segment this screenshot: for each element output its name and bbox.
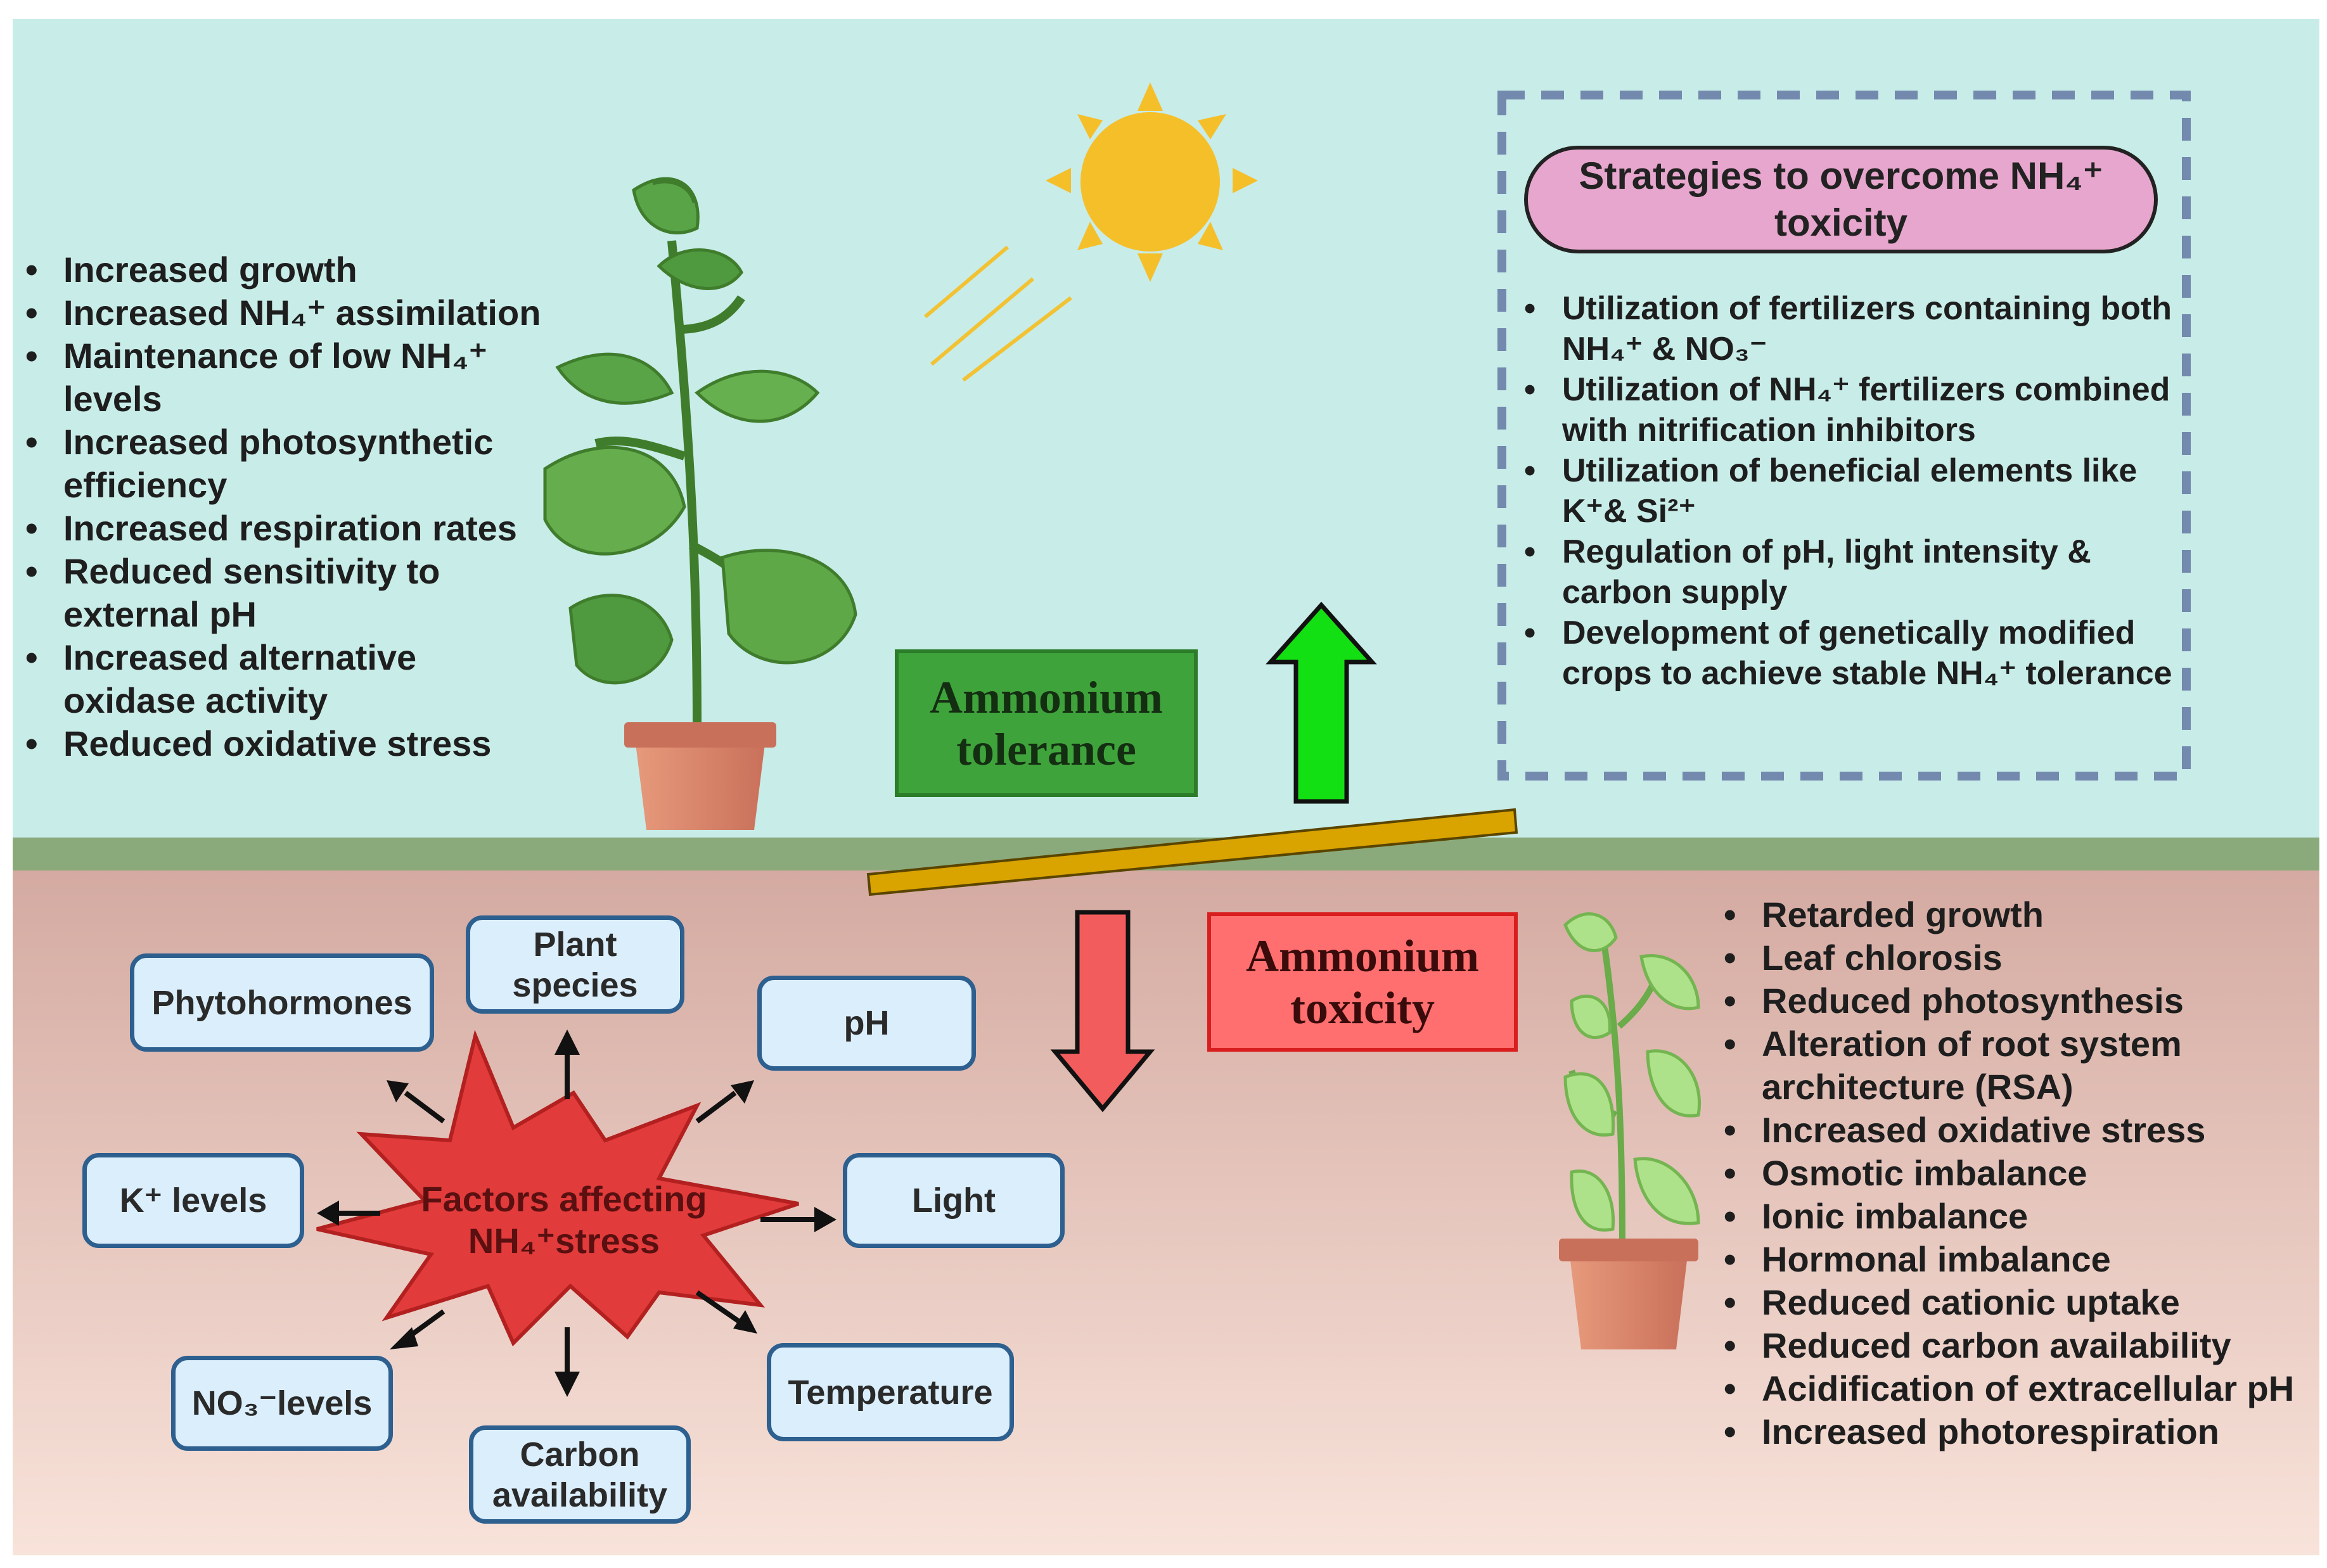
list-item: Utilization of NH₄⁺ fertilizers combined… bbox=[1524, 369, 2177, 450]
pot bbox=[634, 729, 767, 830]
list-item: Maintenance of low NH₄⁺ levels bbox=[25, 335, 545, 421]
wilted-plant-icon bbox=[1559, 912, 1701, 1349]
factor-light: Light bbox=[843, 1153, 1065, 1248]
factor-temperature: Temperature bbox=[767, 1343, 1014, 1441]
list-item: Increased photorespiration bbox=[1724, 1410, 2319, 1453]
seesaw-icon bbox=[866, 808, 1518, 896]
list-item: Reduced cationic uptake bbox=[1724, 1281, 2319, 1324]
pot bbox=[1568, 1245, 1689, 1349]
list-item: Reduced photosynthesis bbox=[1724, 979, 2319, 1023]
factor-ph: pH bbox=[757, 976, 976, 1071]
sun-ray-lines bbox=[924, 245, 1072, 382]
list-item: Utilization of beneficial elements like … bbox=[1524, 450, 2177, 532]
list-item: Retarded growth bbox=[1724, 893, 2319, 936]
tolerance-effects-list: Increased growth Increased NH₄⁺ assimila… bbox=[25, 248, 545, 765]
list-item: Development of genetically modified crop… bbox=[1524, 613, 2177, 694]
strategies-title: Strategies to overcome NH₄⁺ toxicity bbox=[1524, 146, 2158, 253]
list-item: Increased growth bbox=[25, 248, 545, 291]
factors-center-label: Factors affecting NH₄⁺stress bbox=[421, 1179, 707, 1261]
list-item: Increased oxidative stress bbox=[1724, 1109, 2319, 1152]
list-item: Regulation of pH, light intensity & carb… bbox=[1524, 532, 2177, 613]
list-item: Hormonal imbalance bbox=[1724, 1238, 2319, 1281]
healthy-plant-icon bbox=[543, 177, 857, 830]
toxicity-effects-list: Retarded growth Leaf chlorosis Reduced p… bbox=[1724, 893, 2319, 1453]
list-item: Increased NH₄⁺ assimilation bbox=[25, 291, 545, 335]
list-item: Reduced oxidative stress bbox=[25, 722, 545, 765]
factor-k-levels: K⁺ levels bbox=[82, 1153, 304, 1248]
list-item: Utilization of fertilizers containing bo… bbox=[1524, 288, 2177, 369]
down-arrow-icon bbox=[1050, 910, 1155, 1112]
factor-no3-levels: NO₃⁻levels bbox=[171, 1356, 393, 1451]
factor-plant-species: Plant species bbox=[466, 915, 684, 1014]
up-arrow-icon bbox=[1266, 601, 1377, 804]
list-item: Alteration of root system architecture (… bbox=[1724, 1023, 2319, 1109]
strategies-frame bbox=[1497, 91, 2191, 781]
list-item: Increased photosynthetic efficiency bbox=[25, 421, 545, 507]
factor-phytohormones: Phytohormones bbox=[130, 953, 434, 1052]
ammonium-toxicity-label: Ammonium toxicity bbox=[1207, 912, 1518, 1052]
list-item: Osmotic imbalance bbox=[1724, 1152, 2319, 1195]
starburst-icon bbox=[316, 1029, 799, 1347]
strategies-list: Utilization of fertilizers containing bo… bbox=[1524, 288, 2177, 694]
list-item: Acidification of extracellular pH bbox=[1724, 1367, 2319, 1410]
factor-carbon-availability: Carbon availability bbox=[469, 1425, 691, 1524]
list-item: Reduced sensitivity to external pH bbox=[25, 550, 545, 636]
list-item: Leaf chlorosis bbox=[1724, 936, 2319, 979]
factor-arrows bbox=[317, 1029, 837, 1397]
list-item: Ionic imbalance bbox=[1724, 1195, 2319, 1238]
list-item: Increased respiration rates bbox=[25, 507, 545, 550]
ammonium-tolerance-label: Ammonium tolerance bbox=[895, 649, 1198, 797]
list-item: Increased alternative oxidase activity bbox=[25, 636, 545, 722]
list-item: Reduced carbon availability bbox=[1724, 1324, 2319, 1367]
sun-icon bbox=[1046, 82, 1258, 282]
